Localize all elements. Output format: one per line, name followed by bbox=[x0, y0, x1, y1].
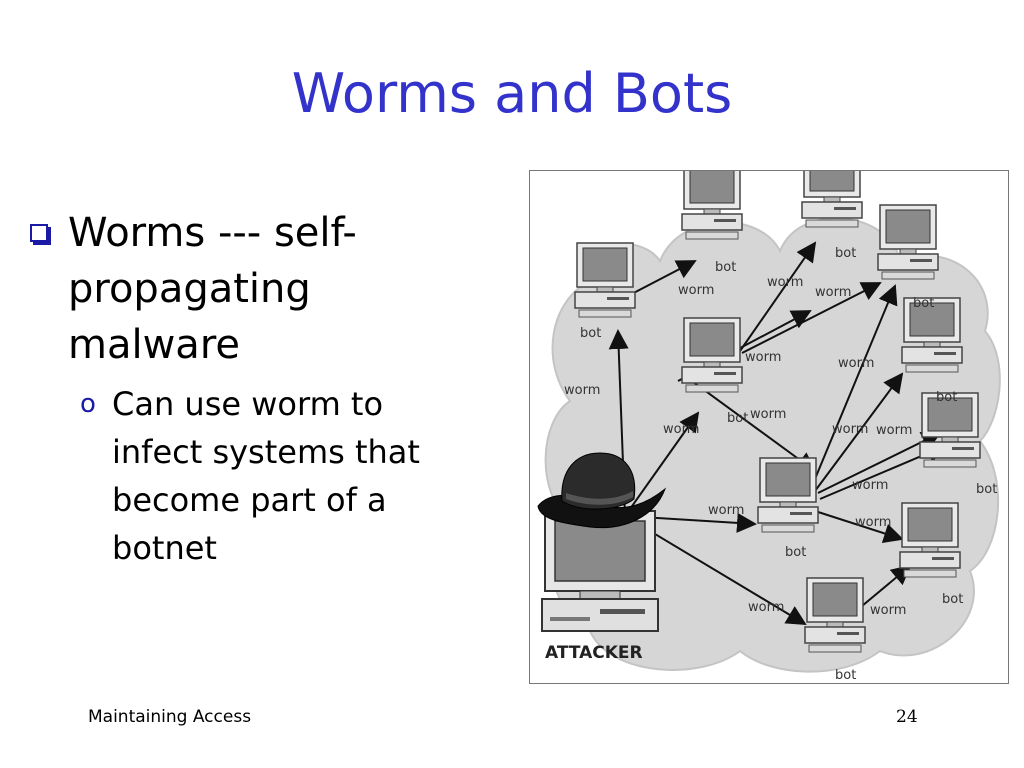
worm-label-1: worm bbox=[564, 383, 600, 398]
slide-title: Worms and Bots bbox=[291, 62, 733, 125]
bot-label-8: bot bbox=[785, 545, 806, 560]
bot-computer-icon-9 bbox=[899, 502, 961, 578]
bot-label-5: bot bbox=[727, 411, 748, 426]
bot-label-9: bot bbox=[942, 592, 963, 607]
bot-computer-icon-3 bbox=[801, 171, 863, 228]
circle-bullet-icon: o bbox=[80, 389, 96, 419]
worm-label-10: worm bbox=[838, 356, 874, 371]
worm-label-2: worm bbox=[663, 422, 699, 437]
bot-label-6: bot bbox=[936, 390, 957, 405]
square-bullet-icon bbox=[30, 224, 48, 242]
bot-computer-icon-8 bbox=[757, 457, 819, 533]
worm-label-9: worm bbox=[745, 350, 781, 365]
worm-label-3: worm bbox=[708, 503, 744, 518]
bot-computer-icon-2 bbox=[681, 171, 743, 240]
worm-label-8: worm bbox=[750, 407, 786, 422]
worm-arrow-10 bbox=[809, 284, 898, 492]
worm-label-13: worm bbox=[852, 478, 888, 493]
bot-computer-icon-7 bbox=[919, 392, 981, 468]
botnet-diagram-svg: worm worm worm worm worm worm worm worm worm worm… bbox=[537, 171, 1001, 683]
worm-label-5: worm bbox=[678, 283, 714, 298]
worm-label-4: worm bbox=[748, 600, 784, 615]
bot-label-7: bot bbox=[976, 482, 997, 497]
black-hat-icon bbox=[537, 452, 667, 529]
worm-label-6: worm bbox=[767, 275, 803, 290]
botnet-diagram: worm worm worm worm worm worm worm worm worm worm… bbox=[529, 170, 1009, 684]
bullet-worms: Worms --- self-propagating malware bbox=[30, 205, 440, 373]
worm-label-11: worm bbox=[832, 422, 868, 437]
sub-bullet-botnet: o Can use worm to infect systems that be… bbox=[80, 380, 480, 572]
worm-label-15: worm bbox=[870, 603, 906, 618]
worm-arrow-2 bbox=[624, 411, 700, 517]
attacker-computer-icon bbox=[541, 510, 659, 632]
bot-label-2: bot bbox=[715, 260, 736, 275]
bot-computer-icon-5 bbox=[681, 317, 743, 393]
bot-label-1: bot bbox=[580, 326, 601, 341]
page-number: 24 bbox=[896, 707, 918, 727]
bot-label-3: bot bbox=[835, 246, 856, 261]
bot-label-4: bot bbox=[913, 296, 934, 311]
worm-label-7: worm bbox=[815, 285, 851, 300]
worm-arrow-14 bbox=[814, 510, 904, 544]
bot-label-10: bot bbox=[835, 668, 856, 683]
worm-arrow-11 bbox=[814, 372, 904, 492]
bullet-worms-text: Worms --- self-propagating malware bbox=[68, 210, 357, 368]
worm-arrow-6 bbox=[739, 241, 817, 352]
bot-computer-icon-1 bbox=[574, 242, 636, 318]
footer-title: Maintaining Access bbox=[88, 707, 252, 727]
worm-label-12: worm bbox=[876, 423, 912, 438]
worm-label-14: worm bbox=[855, 515, 891, 530]
bot-computer-icon-10 bbox=[804, 577, 866, 653]
bot-computer-icon-6 bbox=[901, 297, 963, 373]
sub-bullet-botnet-text: Can use worm to infect systems that beco… bbox=[112, 385, 420, 567]
bot-computer-icon-4 bbox=[877, 204, 939, 280]
attacker-label: ATTACKER bbox=[545, 643, 643, 663]
